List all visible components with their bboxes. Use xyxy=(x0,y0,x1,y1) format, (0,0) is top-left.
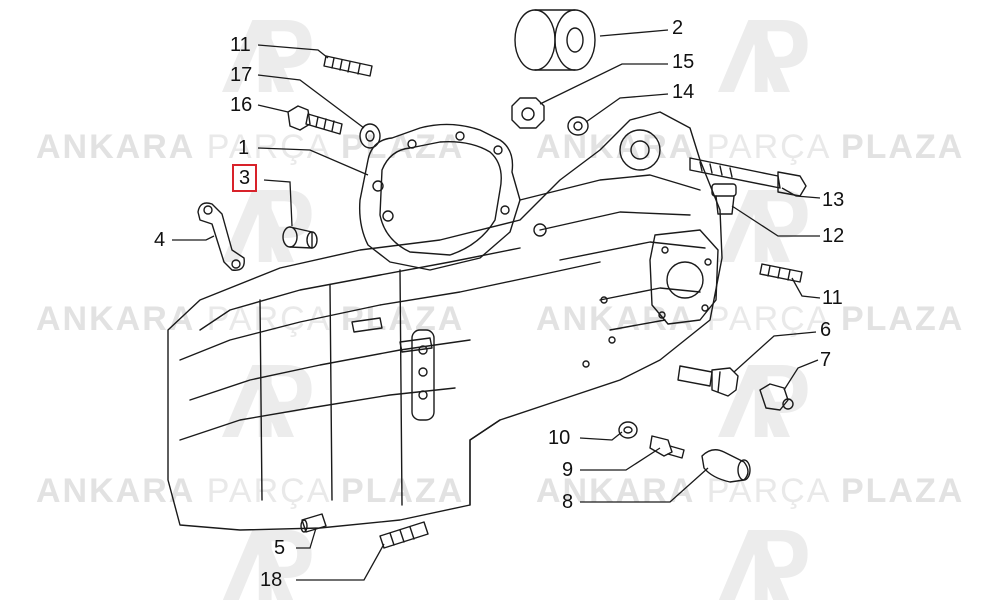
watermark-logo-8 xyxy=(718,530,808,600)
part-17-washer xyxy=(359,123,381,149)
leader-14 xyxy=(585,93,669,123)
part-11-stud-right xyxy=(759,263,803,283)
part-5-pin xyxy=(300,513,327,533)
leader-11-upper xyxy=(257,44,329,59)
callout-4: 4 xyxy=(154,229,166,251)
watermark-logo-6 xyxy=(718,365,808,437)
leader-18 xyxy=(296,543,385,581)
callout-18: 18 xyxy=(260,569,283,591)
callout-7: 7 xyxy=(820,349,832,371)
part-9-switch xyxy=(649,435,685,459)
part-10-washer xyxy=(618,421,638,439)
callout-13: 13 xyxy=(822,189,845,211)
callout-16: 16 xyxy=(230,94,253,116)
leader-5 xyxy=(296,527,317,549)
leader-4 xyxy=(172,235,215,241)
housing-stud-a xyxy=(351,317,383,333)
callout-6: 6 xyxy=(820,319,832,341)
leader-7 xyxy=(783,359,819,391)
part-6-sensor xyxy=(677,365,739,397)
leader-16 xyxy=(257,104,289,113)
part-13-bolt xyxy=(689,157,807,197)
callout-1: 1 xyxy=(238,137,250,159)
leader-lines xyxy=(172,29,821,581)
gearbox-housing xyxy=(167,111,723,531)
callout-11-upper: 11 xyxy=(230,34,251,56)
leader-12 xyxy=(731,205,820,237)
callout-11-right: 11 xyxy=(822,287,843,309)
leader-6 xyxy=(733,331,817,373)
callout-5: 5 xyxy=(274,537,286,559)
housing-stud-b xyxy=(399,337,433,353)
part-11-stud-upper xyxy=(323,55,373,77)
part-8-cap xyxy=(701,449,751,483)
callout-12: 12 xyxy=(822,225,845,247)
leader-10 xyxy=(579,431,623,441)
leader-13 xyxy=(781,187,821,199)
part-14-washer xyxy=(567,116,589,136)
callout-3-highlighted: 3 xyxy=(231,164,258,192)
callout-14: 14 xyxy=(672,81,695,103)
leader-11-right xyxy=(791,277,821,299)
bell-housing xyxy=(358,123,521,271)
leader-9 xyxy=(580,447,661,471)
callout-15: 15 xyxy=(672,51,695,73)
leader-17 xyxy=(257,74,365,129)
watermark-logo-3 xyxy=(222,190,312,262)
part-7-fitting xyxy=(759,383,794,411)
leader-2 xyxy=(599,29,669,37)
part-3-dowel xyxy=(282,226,318,249)
leader-1 xyxy=(257,147,369,176)
part-12-plug xyxy=(711,183,737,215)
part-2-bushing xyxy=(514,9,596,71)
watermark-logo-2 xyxy=(718,20,808,92)
leader-8 xyxy=(580,467,709,503)
callout-17: 17 xyxy=(230,64,253,86)
leader-15 xyxy=(539,63,668,105)
part-15-nut xyxy=(511,97,545,129)
callout-2: 2 xyxy=(672,17,684,39)
callout-8: 8 xyxy=(562,491,574,513)
callout-9: 9 xyxy=(562,459,574,481)
part-18-stud xyxy=(379,521,429,549)
part-4-bracket xyxy=(197,202,245,271)
callout-10: 10 xyxy=(548,427,571,449)
leader-3 xyxy=(263,179,293,227)
part-16-bolt xyxy=(287,105,343,135)
